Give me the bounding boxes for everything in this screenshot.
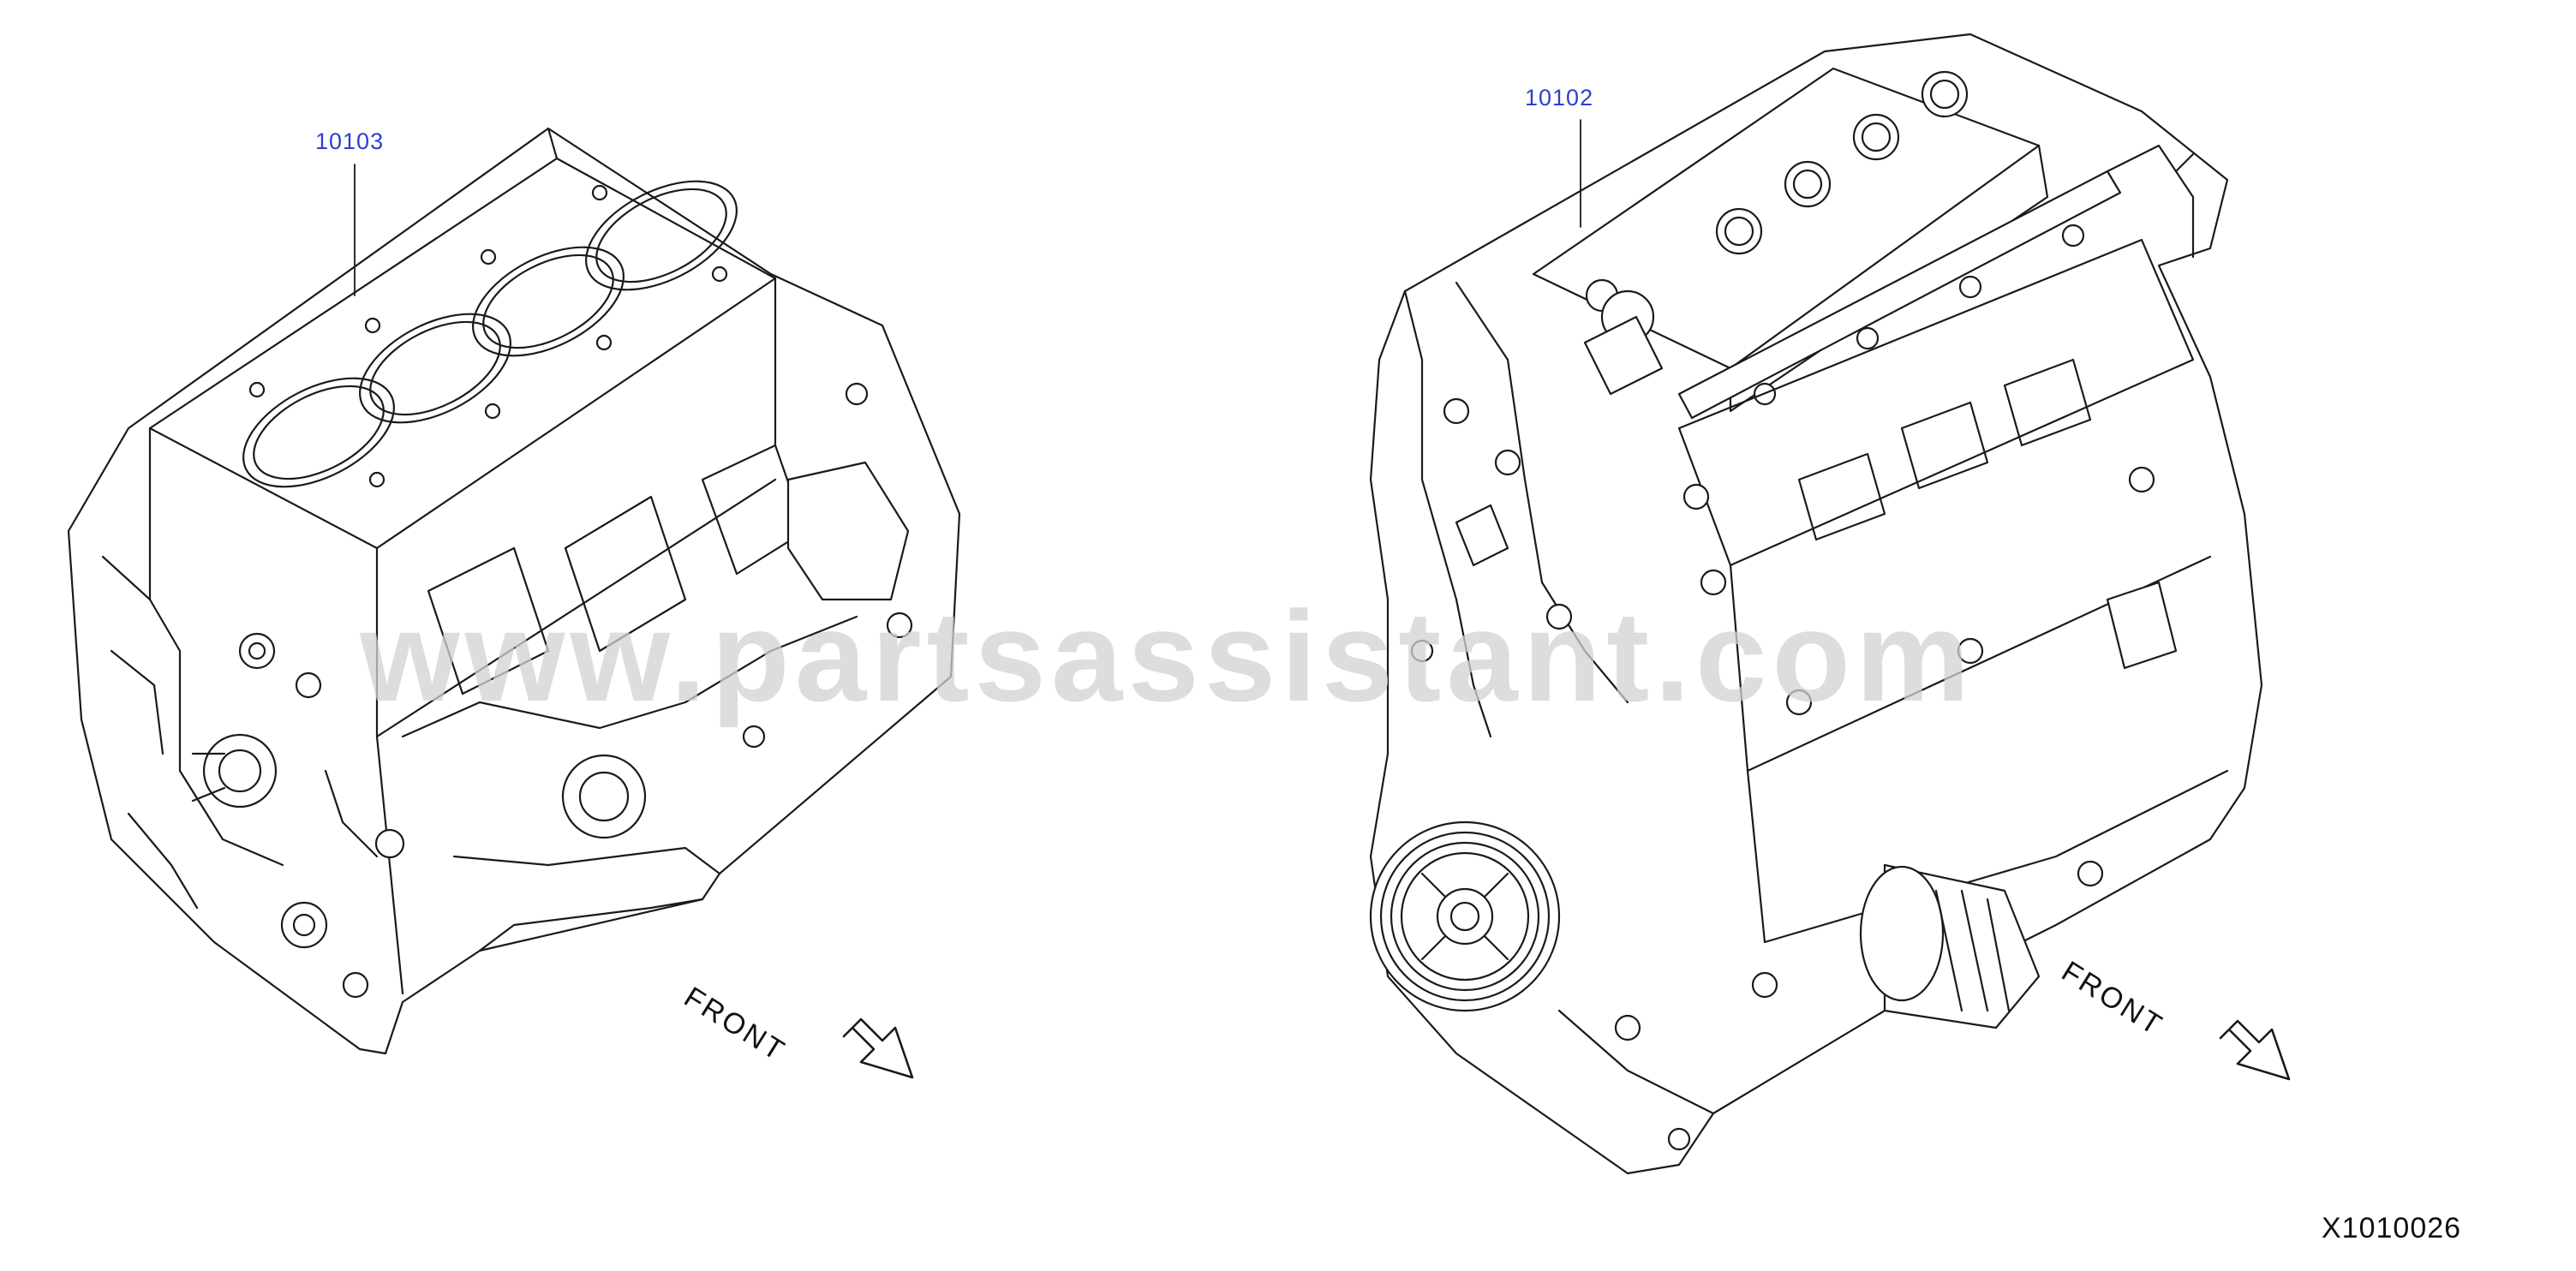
crankshaft-pulley [1369, 820, 1561, 1012]
part-number-10102[interactable]: 10102 [1525, 85, 1594, 110]
pulley-hub [1436, 887, 1494, 946]
front-arrow-icon [2219, 1019, 2291, 1081]
ignition-coil-connector [1583, 315, 1664, 396]
cylinder-bore-3 [472, 246, 625, 357]
engine-assembly-outline [1369, 33, 2263, 1175]
engine-assembly-drawing [1369, 33, 2263, 1175]
cylinder-bores [242, 180, 738, 488]
cylinder-bore-4 [585, 180, 738, 291]
oil-pan-flange [786, 461, 910, 601]
block-side-face [401, 382, 913, 952]
block-front-face [101, 555, 405, 999]
front-arrow-icon [842, 1017, 914, 1079]
oil-filter-boss [561, 754, 647, 839]
watermark-text: www.partsassistant.com [360, 584, 1975, 728]
cylinder-bore-1 [242, 377, 395, 488]
crankshaft-nose [202, 733, 278, 809]
oil-filter [1859, 863, 2041, 1029]
sensor-connector [1455, 504, 1509, 567]
deck-bolt-holes [248, 184, 728, 488]
cylinder-bore-2 [359, 313, 511, 424]
engine-side-details [1677, 238, 2229, 944]
diagram-id: X1010026 [2322, 1212, 2462, 1244]
engine-lower-details [1557, 860, 2104, 1151]
timing-cover [1403, 281, 1629, 738]
cylinder-block-drawing [67, 127, 961, 1055]
part-number-10103[interactable]: 10103 [315, 128, 385, 154]
fuel-rail [1677, 144, 2195, 420]
